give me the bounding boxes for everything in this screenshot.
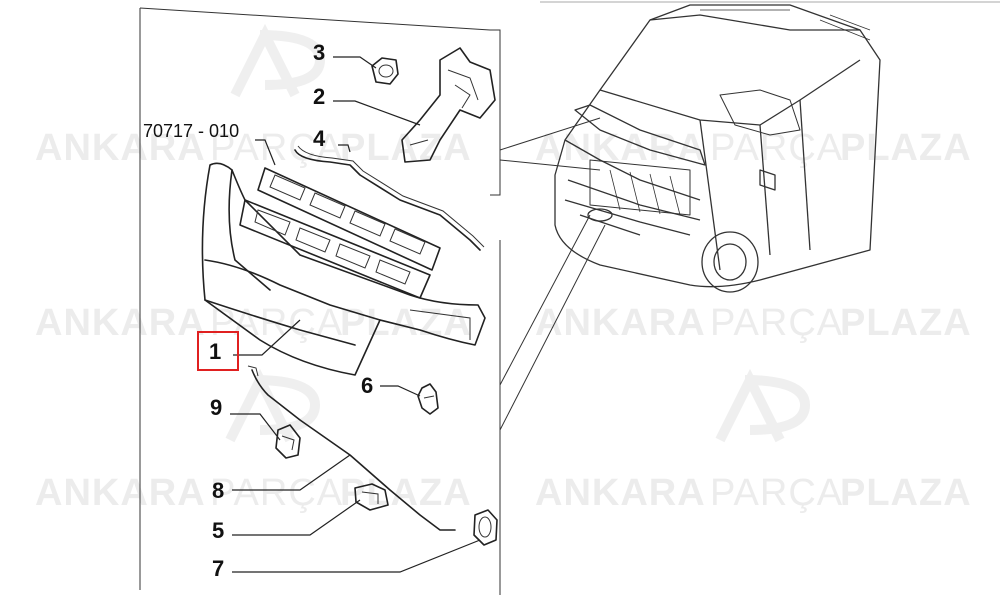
part-seal-strip — [294, 149, 481, 251]
callout-9: 9 — [210, 395, 222, 420]
leader-lines — [230, 56, 481, 573]
watermark-text: ANKARA — [35, 472, 206, 514]
reference-code: 70717 - 010 — [143, 121, 239, 141]
watermark-text: PARÇA — [710, 127, 843, 169]
watermark-text: PARÇA — [210, 472, 343, 514]
part-seal-strip-inner — [297, 145, 485, 248]
callout-5: 5 — [212, 518, 224, 543]
part-grille-panel — [201, 162, 486, 376]
watermark-logo — [230, 23, 326, 98]
watermark-text: PARÇA — [710, 302, 843, 344]
part-clamp — [275, 424, 301, 459]
highlight-box — [197, 331, 239, 371]
watermark-text: PARÇA — [710, 472, 843, 514]
part-clip — [417, 383, 439, 415]
part-release-cable-end — [247, 365, 259, 377]
watermark-logo — [715, 368, 811, 443]
watermark-row: ANKARA PARÇA PLAZA ANKARA PARÇA PLAZA — [35, 302, 972, 344]
watermark-text: ANKARA — [35, 302, 206, 344]
watermark-text: PARÇA — [210, 127, 343, 169]
watermark-text: ANKARA — [35, 127, 206, 169]
callout-7: 7 — [212, 556, 224, 581]
watermark-text: PLAZA — [340, 472, 472, 514]
watermark-row: ANKARA PARÇA PLAZA ANKARA PARÇA PLAZA — [35, 127, 972, 169]
callout-6: 6 — [361, 373, 373, 398]
watermark-text: PLAZA — [840, 472, 972, 514]
part-catch — [354, 483, 389, 511]
watermark-text: PLAZA — [840, 127, 972, 169]
watermark-text: PLAZA — [340, 302, 472, 344]
diagram-bracket — [139, 7, 601, 595]
part-grille-slats — [239, 167, 441, 299]
callout-3: 3 — [313, 40, 325, 65]
part-release-cable — [251, 369, 456, 531]
watermark-logo — [225, 368, 321, 443]
part-grommet — [473, 509, 498, 546]
callout-1: 1 — [209, 339, 221, 364]
callout-8: 8 — [212, 478, 224, 503]
callout-2: 2 — [313, 84, 325, 109]
watermark-row: ANKARA PARÇA PLAZA ANKARA PARÇA PLAZA — [35, 472, 972, 514]
van-illustration — [554, 4, 881, 293]
watermark-text: ANKARA — [535, 472, 706, 514]
watermark-text: ANKARA — [535, 302, 706, 344]
part-nut — [371, 57, 399, 85]
callout-4: 4 — [313, 126, 326, 151]
watermark-text: PLAZA — [840, 302, 972, 344]
